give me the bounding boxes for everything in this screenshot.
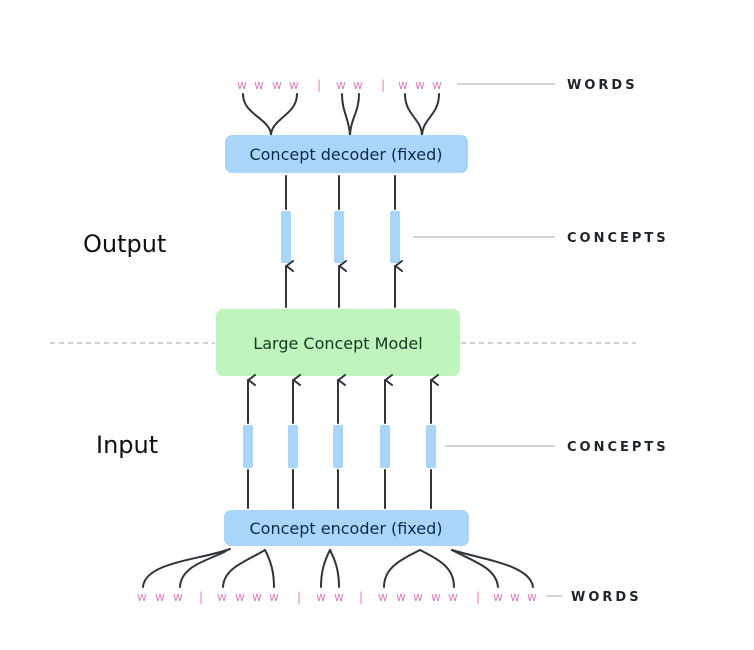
connector (451, 549, 534, 588)
concept-decoder-label: Concept decoder (fixed) (249, 145, 442, 164)
input-label: Input (96, 431, 158, 459)
concept-encoder-box (224, 510, 469, 546)
word-token: w (235, 590, 245, 604)
word-token: w (137, 590, 147, 604)
word-token: w (415, 78, 425, 92)
concepts-bottom-legend: CONCEPTS (567, 440, 669, 455)
word-token: w (217, 590, 227, 604)
connector (242, 93, 272, 136)
word-token: w (398, 78, 408, 92)
word-token: w (378, 590, 388, 604)
concept-bar (380, 425, 390, 468)
word-token: w (289, 78, 299, 92)
word-separator: | (317, 78, 321, 92)
word-separator: | (381, 78, 385, 92)
concept-encoder-label: Concept encoder (fixed) (249, 519, 442, 538)
word-token: w (336, 78, 346, 92)
connector (264, 549, 275, 588)
word-token: w (432, 78, 442, 92)
large-concept-model-box (216, 309, 460, 376)
concept-decoder-box (225, 135, 468, 173)
output-label: Output (83, 230, 166, 258)
word-token: w (272, 78, 282, 92)
word-token: w (527, 590, 537, 604)
connector (222, 549, 266, 588)
connector (419, 549, 455, 588)
word-token: w (334, 590, 344, 604)
word-token: w (254, 78, 264, 92)
word-token: w (237, 78, 247, 92)
word-token: w (493, 590, 503, 604)
words-bottom-legend: WORDS (571, 590, 642, 605)
connector (142, 548, 231, 588)
word-separator: | (476, 590, 480, 604)
word-token: w (155, 590, 165, 604)
concept-bar (426, 425, 436, 468)
encoder-word-connectors (142, 548, 534, 588)
words-top-legend: WORDS (567, 78, 638, 93)
word-token: w (269, 590, 279, 604)
connector (349, 93, 360, 136)
word-separator: | (359, 590, 363, 604)
connector (320, 549, 331, 588)
word-separator: | (199, 590, 203, 604)
decoder-word-connectors (242, 93, 440, 136)
top-words-row: w w w w | w w | w w w (237, 78, 442, 92)
large-concept-model-label: Large Concept Model (253, 334, 422, 353)
connector (270, 93, 298, 136)
connector (329, 549, 340, 588)
connector (383, 549, 421, 588)
input-concepts (243, 380, 436, 509)
output-concepts (281, 175, 400, 308)
word-token: w (252, 590, 262, 604)
connector (341, 93, 351, 136)
word-token: w (413, 590, 423, 604)
concepts-top-legend: CONCEPTS (567, 231, 669, 246)
bottom-words-row: w w w | w w w w | w w | w w w w w | w w … (137, 590, 537, 604)
word-token: w (510, 590, 520, 604)
concept-bar (281, 211, 291, 263)
concept-bar (333, 425, 343, 468)
word-token: w (431, 590, 441, 604)
connector (451, 549, 499, 588)
connector (421, 93, 440, 136)
word-token: w (316, 590, 326, 604)
word-token: w (353, 78, 363, 92)
concept-bar (334, 211, 344, 263)
word-token: w (448, 590, 458, 604)
concept-bar (243, 425, 253, 468)
connector (179, 550, 227, 588)
concept-bar (390, 211, 400, 263)
concept-bar (288, 425, 298, 468)
word-separator: | (297, 590, 301, 604)
word-token: w (173, 590, 183, 604)
connector (404, 93, 423, 136)
word-token: w (396, 590, 406, 604)
